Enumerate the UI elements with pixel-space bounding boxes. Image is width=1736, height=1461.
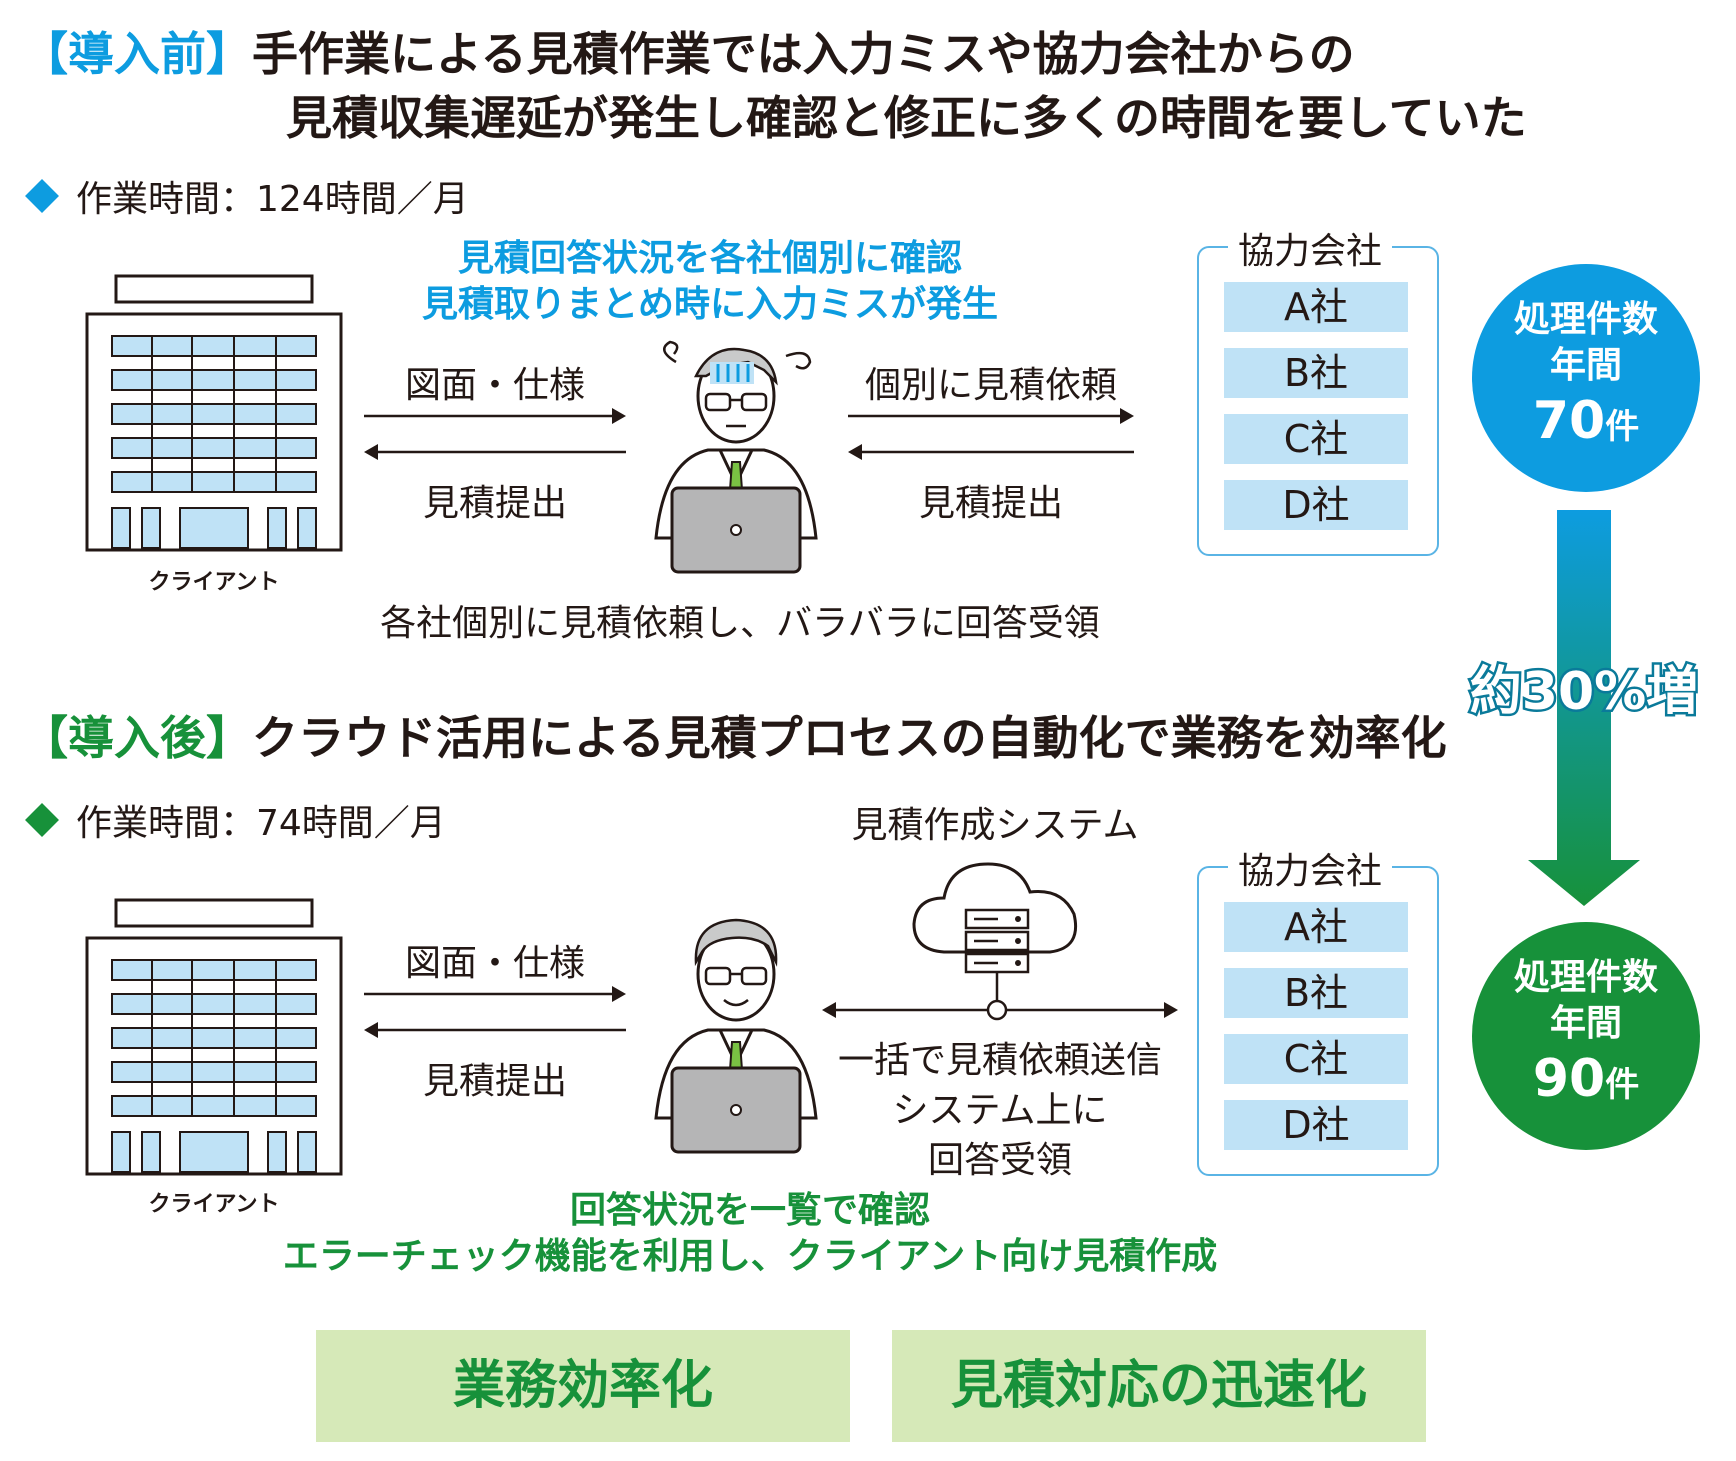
after-partner-a: A社 [1224,902,1408,952]
increase-label: 約30%増 [1467,660,1700,725]
before-right-arrows [848,408,1134,460]
before-arrow-left-top-label: 図面・仕様 [404,365,585,406]
after-partners-title: 協力会社 [1228,842,1393,894]
before-issues: 見積回答状況を各社個別に確認 見積取りまとめ時に入力ミスが発生 [421,238,998,325]
building-icon [85,898,343,1176]
after-benefits: 回答状況を一覧で確認 エラーチェック機能を利用し、クライアント向け見積作成 [282,1190,1218,1277]
before-headline-1: 【導入前】手作業による見積作業では入力ミスや協力会社からの [22,27,1355,81]
after-partner-d: D社 [1224,1100,1408,1150]
before-partner-a: A社 [1224,282,1408,332]
increase-arrow-icon [1528,510,1640,906]
worker-confused-icon [654,340,818,574]
after-count-circle: 処理件数 年間 90件 [1472,922,1700,1150]
after-arrow-left-bottom-label: 見積提出 [422,1061,567,1102]
before-partner-b: B社 [1224,348,1408,398]
after-arrow-left-top-label: 図面・仕様 [404,943,585,984]
after-headline: 【導入後】クラウド活用による見積プロセスの自動化で業務を効率化 [22,711,1447,765]
after-tag: 【導入後】 [22,711,252,765]
after-system-arrow [822,999,1178,1021]
after-count-value: 90件 [1532,1049,1640,1109]
before-count-circle: 処理件数 年間 70件 [1472,264,1700,492]
before-arrow-right-top-label: 個別に見積依頼 [864,365,1117,406]
worker-calm-icon [654,918,818,1154]
before-caption: 各社個別に見積依頼し、バラバラに回答受領 [380,603,1100,644]
cloud-server-icon [912,862,1077,1006]
before-partner-c: C社 [1224,414,1408,464]
after-system-notes: 一括で見積依頼送信 システム上に 回答受領 [837,1040,1162,1181]
result-box-speed: 見積対応の迅速化 [892,1330,1426,1442]
before-tag: 【導入前】 [22,27,252,81]
after-left-arrows [364,986,626,1038]
after-work-time: 作業時間：74時間／月 [24,794,446,846]
after-system-label: 見積作成システム [851,805,1139,846]
after-partner-c: C社 [1224,1034,1408,1084]
diamond-bullet-icon [25,803,59,837]
before-work-time: 作業時間：124時間／月 [24,170,469,222]
after-client-label: クライアント [148,1192,280,1217]
before-count-value: 70件 [1532,391,1640,451]
before-client-label: クライアント [148,570,280,595]
building-icon [85,274,343,552]
before-left-arrows [364,408,626,460]
before-partner-d: D社 [1224,480,1408,530]
before-arrow-right-bottom-label: 見積提出 [918,483,1063,524]
result-box-efficiency: 業務効率化 [316,1330,850,1442]
diamond-bullet-icon [25,179,59,213]
before-partners-title: 協力会社 [1228,222,1393,274]
before-headline-2: 見積収集遅延が発生し確認と修正に多くの時間を要していた [286,91,1527,145]
after-partner-b: B社 [1224,968,1408,1018]
before-arrow-left-bottom-label: 見積提出 [422,483,567,524]
